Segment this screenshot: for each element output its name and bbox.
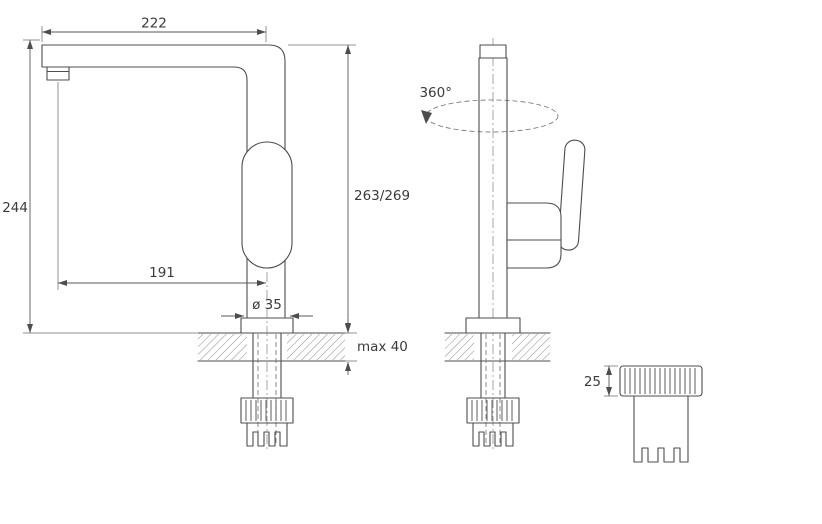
nut-teeth-front bbox=[472, 422, 514, 447]
dim-nut-height-label: 25 bbox=[584, 374, 601, 390]
nut-detail-view: 25 bbox=[584, 365, 703, 463]
countertop-section-front bbox=[444, 332, 551, 362]
mounting-shank bbox=[252, 272, 282, 452]
lever-handle bbox=[557, 139, 586, 251]
dimension-spout-width: 222 bbox=[41, 16, 267, 42]
spout-aerator bbox=[46, 66, 70, 81]
nut-knurling-front bbox=[471, 400, 513, 421]
dimension-total-height: 263/269 bbox=[288, 44, 410, 333]
mounting-nut bbox=[240, 397, 294, 447]
swivel-arrowhead bbox=[421, 110, 432, 124]
front-view: 360° bbox=[419, 38, 586, 452]
swivel-indicator: 360° bbox=[419, 85, 559, 133]
mounting-plate-front bbox=[465, 317, 521, 334]
nut-teeth bbox=[246, 422, 288, 447]
dimension-nut-height: 25 bbox=[584, 365, 618, 397]
faucet-column bbox=[478, 44, 508, 319]
nut-body-teeth bbox=[633, 395, 689, 463]
dim-outlet-reach-label: 191 bbox=[149, 265, 175, 281]
countertop-section bbox=[197, 332, 346, 362]
nut-knurling bbox=[245, 400, 287, 421]
dimension-max-thickness: max 40 bbox=[345, 319, 408, 375]
dim-total-height-label: 263/269 bbox=[354, 188, 410, 204]
nut-knurled-ring bbox=[619, 365, 703, 397]
mounting-nut-front bbox=[466, 397, 520, 447]
dim-spout-width-label: 222 bbox=[141, 16, 167, 32]
faucet-spout-outline bbox=[41, 44, 286, 319]
side-view: 222 244 263/269 191 ø 35 bbox=[2, 16, 410, 452]
dimension-base-diameter: ø 35 bbox=[221, 297, 313, 319]
mounting-shank-front bbox=[480, 332, 506, 445]
dim-max-thickness-label: max 40 bbox=[357, 339, 408, 355]
dim-base-diameter-label: ø 35 bbox=[252, 297, 282, 313]
swivel-angle-label: 360° bbox=[419, 85, 452, 101]
faucet-handle-capsule bbox=[241, 141, 293, 269]
column-top-cap bbox=[479, 44, 507, 59]
dimension-height-left: 244 bbox=[2, 39, 197, 334]
cartridge-housing bbox=[506, 202, 562, 269]
dim-height-left-label: 244 bbox=[2, 200, 28, 216]
dimension-outlet-reach: 191 bbox=[57, 82, 266, 290]
nut-ring-knurling bbox=[624, 368, 696, 394]
